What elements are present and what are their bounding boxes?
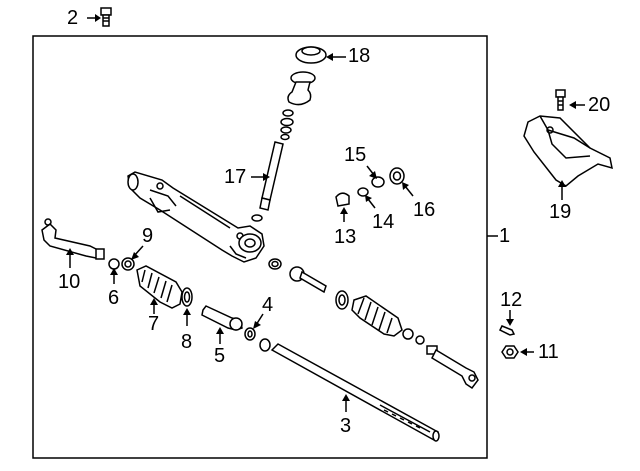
part-8-clamp — [181, 287, 193, 326]
callout-12: 12 — [500, 289, 523, 311]
callout-2: 2 — [67, 7, 79, 29]
tie-rod-end-right — [426, 345, 479, 390]
part-5-inner-tie-rod — [201, 305, 243, 344]
callout-8: 8 — [181, 331, 193, 353]
callout-11: 11 — [538, 341, 559, 363]
callout-19: 19 — [549, 201, 572, 223]
part-12-pin — [498, 310, 516, 336]
callout-20: 20 — [588, 94, 611, 116]
callout-17: 17 — [224, 166, 247, 188]
assembly-frame — [32, 35, 488, 459]
callout-9: 9 — [142, 225, 154, 247]
part-17-pinion-shaft — [251, 141, 284, 222]
part-7-boot-left — [136, 265, 183, 314]
rack-bushing-left — [259, 338, 271, 352]
callout-10: 10 — [58, 271, 81, 293]
part-3-rack-bar — [270, 343, 440, 442]
pinion-column — [280, 71, 316, 141]
part-18-mount-cap — [295, 46, 346, 64]
part-6-nut — [108, 258, 120, 284]
part-10-tie-rod-end-left — [41, 218, 105, 268]
callout-5: 5 — [214, 345, 226, 367]
part-13-cap — [335, 192, 350, 222]
inner-tie-rod-right — [289, 266, 327, 294]
clamp-right — [335, 290, 349, 310]
callout-3: 3 — [340, 415, 352, 437]
callout-6: 6 — [108, 287, 120, 309]
callout-16: 16 — [413, 199, 436, 221]
part-4-washer — [244, 313, 264, 341]
callout-18: 18 — [348, 45, 371, 67]
callout-1: 1 — [499, 225, 511, 247]
rack-housing — [127, 171, 265, 263]
part-11-nut — [501, 345, 534, 359]
part-15-bushing — [366, 165, 385, 188]
callout-7: 7 — [148, 313, 160, 335]
part-2-bolt — [87, 7, 112, 27]
boot-right — [351, 295, 403, 337]
callout-14: 14 — [372, 211, 395, 233]
callout-13: 13 — [334, 226, 357, 248]
callout-4: 4 — [262, 294, 274, 316]
rack-seal-ring — [268, 258, 282, 270]
part-9-clamp — [121, 245, 144, 271]
part-14-plug — [357, 187, 376, 209]
callout-15: 15 — [344, 144, 367, 166]
part-19-heat-shield — [523, 115, 613, 200]
clamp-right-outer — [402, 328, 425, 345]
part-16-ring — [389, 167, 414, 197]
part-20-bolt — [555, 89, 585, 111]
